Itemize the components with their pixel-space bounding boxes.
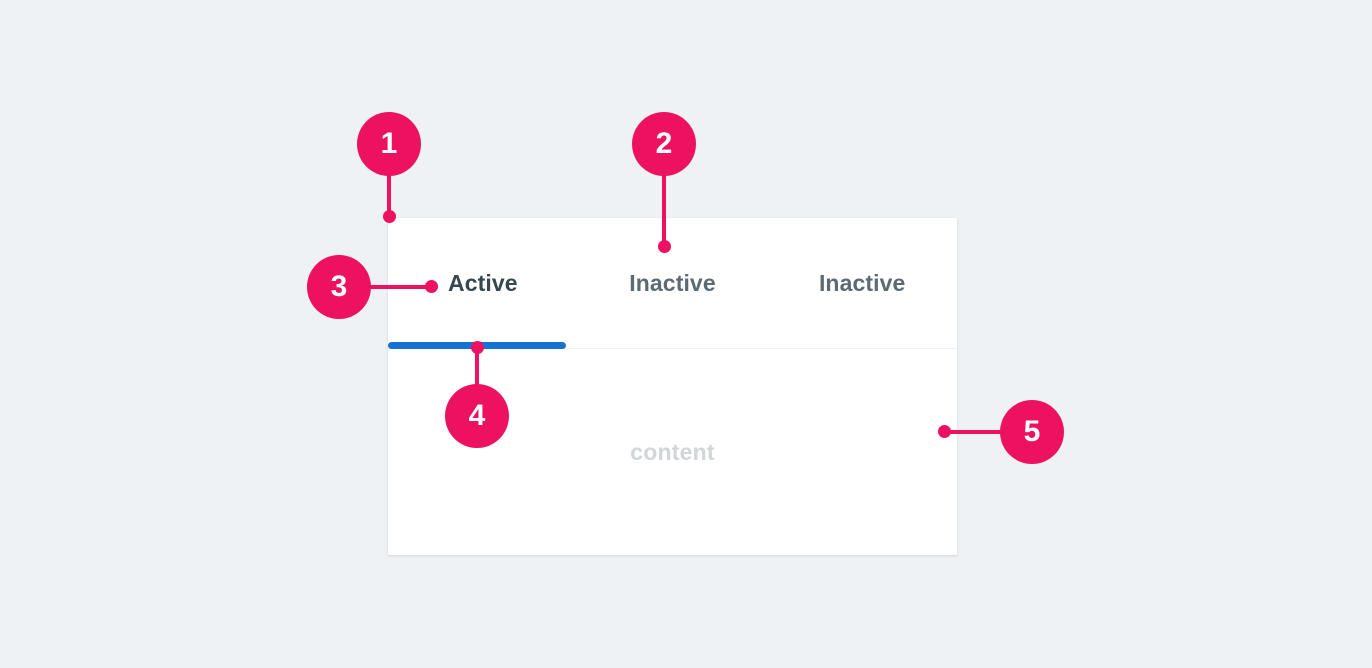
tab-item-inactive-2[interactable]: Inactive xyxy=(767,218,957,348)
callout-4-leader-line xyxy=(475,348,479,390)
callout-1-anchor-dot xyxy=(383,210,396,223)
callout-badge-1[interactable]: 1 xyxy=(357,112,421,176)
callout-badge-2[interactable]: 2 xyxy=(632,112,696,176)
callout-badge-3[interactable]: 3 xyxy=(307,255,371,319)
callout-5-leader-line xyxy=(944,430,1006,434)
tab-content-panel: content xyxy=(388,349,957,555)
callout-4-anchor-dot xyxy=(471,341,484,354)
callout-badge-5[interactable]: 5 xyxy=(1000,400,1064,464)
callout-5-anchor-dot xyxy=(938,425,951,438)
tab-bar: Active Inactive Inactive xyxy=(388,218,957,348)
callout-badge-4[interactable]: 4 xyxy=(445,384,509,448)
callout-1-leader-line xyxy=(387,170,391,216)
tab-label-inactive-2: Inactive xyxy=(818,269,906,296)
callout-3-anchor-dot xyxy=(425,280,438,293)
tab-label-active: Active xyxy=(448,269,518,296)
tab-item-inactive-1[interactable]: Inactive xyxy=(578,218,768,348)
tab-label-inactive-1: Inactive xyxy=(629,269,716,296)
tab-bar-divider xyxy=(388,348,957,349)
callout-2-leader-line xyxy=(662,170,666,246)
callout-2-anchor-dot xyxy=(658,240,671,253)
tab-content-placeholder-label: content xyxy=(630,438,715,465)
tab-item-active[interactable]: Active xyxy=(388,218,578,348)
callout-3-leader-line xyxy=(365,285,435,289)
